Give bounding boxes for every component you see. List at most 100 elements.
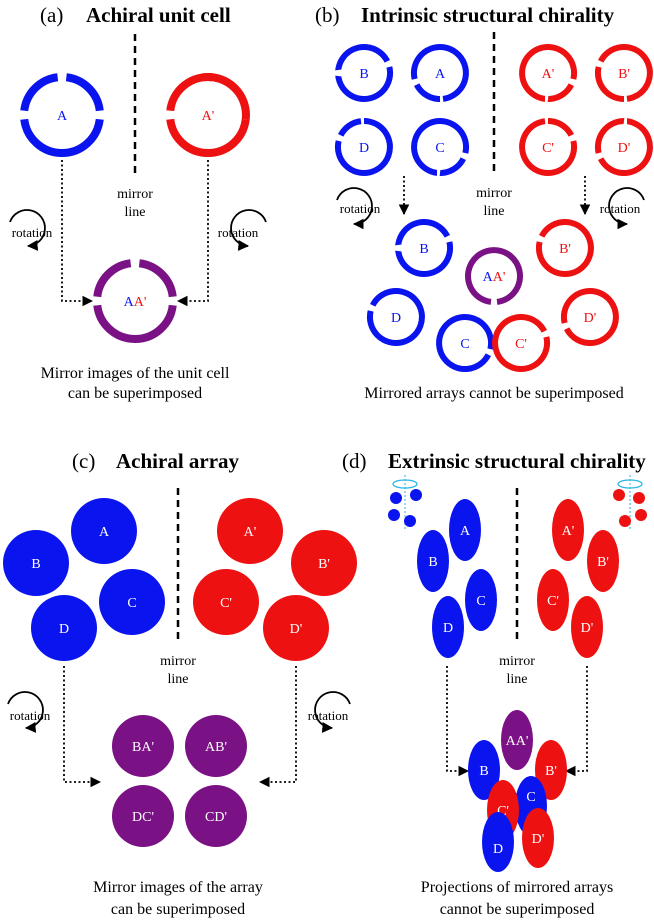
mirror-label-b-1: mirror xyxy=(476,186,512,201)
disk-c-DC-label: DC' xyxy=(132,810,154,825)
disk-c-C-prime-label: C' xyxy=(220,596,232,611)
arrow-a-right xyxy=(176,160,209,307)
mirror-label-c-2: line xyxy=(168,672,189,687)
ring-a xyxy=(20,73,104,157)
disk-c-D xyxy=(31,595,97,661)
disk-c-A-prime xyxy=(217,498,283,564)
ring-b-bottom-D-prime-label: D' xyxy=(584,311,597,326)
caption-a-2: can be superimposed xyxy=(68,385,202,402)
ring-b-bottom-C xyxy=(436,314,494,373)
caption-a-1: Mirror images of the unit cell xyxy=(41,365,230,382)
disk-c-D-prime-label: D' xyxy=(290,622,303,637)
ellipse-d-C xyxy=(465,569,497,631)
ellipse-d-bottom-C-prime-label: C' xyxy=(497,804,509,819)
disk-c-A-prime-label: A' xyxy=(244,525,257,540)
ring-a-prime xyxy=(166,73,250,157)
ellipse-d-B-prime-label: B' xyxy=(597,555,609,570)
merged-label-a: AA' xyxy=(124,295,147,310)
arrow-a-left xyxy=(61,160,94,307)
ring-b-A-label: A xyxy=(435,67,446,82)
caption-b-1: Mirrored arrays cannot be superimposed xyxy=(364,385,623,402)
rotation-label-c-left: rotation xyxy=(10,708,51,723)
ellipse-d-AA xyxy=(501,710,533,770)
disk-c-BA xyxy=(112,715,174,777)
caption-c-2: can be superimposed xyxy=(111,901,245,918)
disk-c-A-label: A xyxy=(99,525,110,540)
ellipse-d-B-label: B xyxy=(428,555,437,570)
ring-a-prime-label: A' xyxy=(202,109,215,124)
ellipse-d-B-prime xyxy=(587,530,619,592)
disk-c-B-label: B xyxy=(31,557,40,572)
disk-c-CD xyxy=(185,785,247,847)
ellipse-d-bottom-D-prime xyxy=(522,808,554,868)
panel-d-letter: (d) xyxy=(342,449,367,473)
tilted-cluster-icon-right xyxy=(613,475,647,530)
panel-b-letter: (b) xyxy=(315,3,340,27)
arrow-c-right xyxy=(258,666,297,788)
ellipse-d-D-prime xyxy=(571,596,603,658)
caption-d-2: cannot be superimposed xyxy=(440,901,595,918)
panel-a: (a) Achiral unit cell mirror line A A' r… xyxy=(9,3,267,402)
mirror-label-b-2: line xyxy=(484,204,505,219)
rotation-icon-c-left xyxy=(7,691,44,733)
ring-b-bottom-D xyxy=(367,287,425,346)
ring-b-bottom-AA-label: AA' xyxy=(483,270,506,285)
ring-b-D-label: D xyxy=(359,141,369,156)
ring-b-bottom-D-prime xyxy=(561,288,619,347)
ellipse-d-D-prime-label: D' xyxy=(581,621,594,636)
disk-c-A xyxy=(71,498,137,564)
mirror-label-a-1: mirror xyxy=(117,187,153,202)
ring-b-bottom-C-label: C xyxy=(460,337,469,352)
ring-b-D-prime-label: D' xyxy=(618,141,631,156)
disk-c-AB xyxy=(185,715,247,777)
ellipse-d-C-prime xyxy=(537,569,569,631)
ring-b-bottom-D-label: D xyxy=(391,311,401,326)
ellipse-d-bottom-D-prime-label: D' xyxy=(532,832,545,847)
ring-a-label: A xyxy=(57,109,68,124)
ellipse-d-bottom-D xyxy=(482,812,514,872)
disk-c-D-prime xyxy=(263,595,329,661)
ring-b-bottom-B xyxy=(394,218,453,277)
panel-a-title: Achiral unit cell xyxy=(86,3,231,27)
caption-d-1: Projections of mirrored arrays xyxy=(421,879,613,896)
ring-b-bottom-B-prime xyxy=(536,218,594,277)
ellipse-d-D-label: D xyxy=(443,621,453,636)
ring-b-bottom-C-prime-label: C' xyxy=(515,337,527,352)
ring-b-D xyxy=(335,117,393,176)
ellipse-d-bottom-B-prime-label: B' xyxy=(545,764,557,779)
panel-b-title: Intrinsic structural chirality xyxy=(361,3,615,27)
ring-b-B-prime xyxy=(595,43,653,103)
tilted-cluster-icon-left xyxy=(388,475,422,530)
ellipse-d-D xyxy=(432,596,464,658)
ring-b-B-label: B xyxy=(359,67,368,82)
panel-d-title: Extrinsic structural chirality xyxy=(388,449,646,473)
ring-merged-a xyxy=(93,259,177,343)
ring-b-D-prime xyxy=(595,117,653,177)
disk-c-C-prime xyxy=(193,569,259,635)
rotation-label-b-left: rotation xyxy=(340,201,381,216)
rotation-icon-a-left xyxy=(9,209,46,251)
panel-a-letter: (a) xyxy=(40,3,63,27)
ring-b-A xyxy=(411,44,469,103)
ring-b-bottom-AA xyxy=(465,247,523,305)
rotation-label-c-right: rotation xyxy=(308,708,349,723)
arrow-d-left xyxy=(446,666,470,777)
ring-b-bottom-B-prime-label: B' xyxy=(559,242,571,257)
disk-c-B-prime-label: B' xyxy=(318,557,330,572)
mirror-label-d-2: line xyxy=(507,672,528,687)
rotation-icon-a-right xyxy=(230,209,267,251)
ring-b-C-prime-label: C' xyxy=(542,141,554,156)
disk-c-C xyxy=(99,569,165,635)
ring-b-A-prime-label: A' xyxy=(542,67,555,82)
ring-b-C xyxy=(411,118,469,177)
rotation-icon-b-left xyxy=(336,187,373,230)
rotation-label-a-left: rotation xyxy=(12,225,53,240)
panel-c: (c) Achiral array mirror line A B C D A'… xyxy=(3,449,357,918)
ellipse-d-bottom-C-label: C xyxy=(526,790,535,805)
ring-b-B xyxy=(334,43,393,102)
ellipse-d-bottom-B-prime xyxy=(535,740,567,800)
panel-c-title: Achiral array xyxy=(116,449,240,473)
panel-d: (d) Extrinsic structural chirality mirro… xyxy=(342,449,647,918)
panel-b: (b) Intrinsic structural chirality mirro… xyxy=(315,3,653,402)
caption-c-1: Mirror images of the array xyxy=(93,879,263,896)
